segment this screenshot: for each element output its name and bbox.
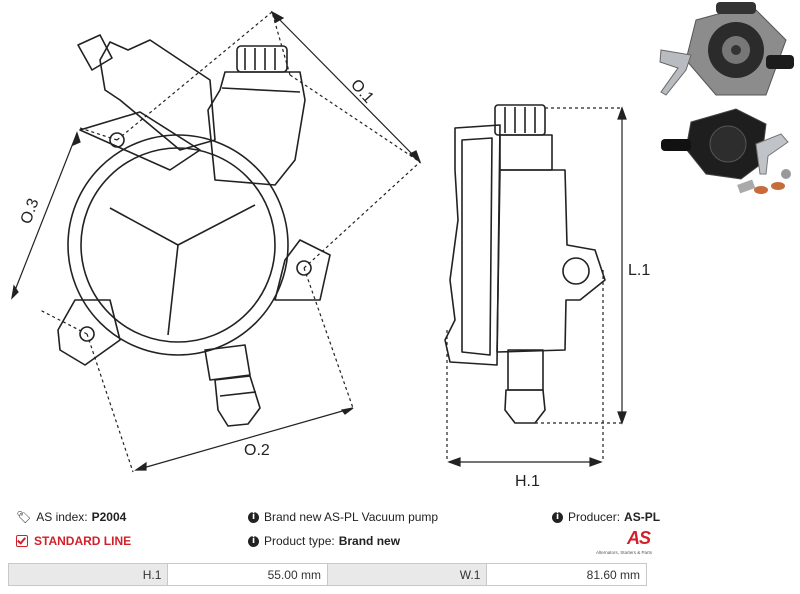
technical-drawing: O.1 O.3 O.2 L.1 H.1 [11, 10, 650, 490]
dim-label-o3: O.3 [18, 196, 43, 226]
as-index-label: AS index: [36, 510, 88, 524]
as-index-value: P2004 [91, 510, 127, 524]
dim-label-o1: O.1 [347, 76, 377, 107]
table-row: H.1 55.00 mm W.1 81.60 mm [7, 563, 647, 586]
spec-label-w1: W.1 [326, 563, 488, 586]
standard-line-label: STANDARD LINE [34, 534, 132, 548]
product-description: i Brand new AS-PL Vacuum pump [248, 510, 438, 524]
info-circle-icon: i [552, 511, 563, 523]
standard-line: STANDARD LINE [16, 534, 131, 548]
logo-mark: AS [626, 528, 651, 548]
product-type-label: Product type: [264, 534, 335, 548]
spec-value-h1: 55.00 mm [167, 563, 328, 586]
tags-icon: 🏷︎ [16, 510, 32, 524]
product-photo-top [656, 0, 800, 104]
description-text: Brand new AS-PL Vacuum pump [264, 510, 439, 524]
info-circle-icon: i [248, 511, 259, 523]
spec-value-w1: 81.60 mm [486, 563, 647, 586]
product-photo-bottom [656, 104, 800, 200]
producer: i Producer: AS-PL [552, 510, 660, 524]
product-type: i Product type: Brand new [248, 534, 400, 548]
spec-table: H.1 55.00 mm W.1 81.60 mm [7, 563, 647, 586]
check-square-icon [16, 535, 28, 547]
producer-value: AS-PL [624, 510, 661, 524]
info-circle-icon: i [248, 535, 259, 547]
spec-label-h1: H.1 [7, 563, 169, 586]
product-type-value: Brand new [338, 534, 401, 548]
dim-label-o2: O.2 [244, 442, 270, 459]
logo-tagline: Alternators, Starters & Parts [595, 550, 652, 555]
dim-label-l1: L.1 [628, 262, 650, 279]
as-index: 🏷︎ AS index: P2004 [16, 510, 126, 524]
producer-label: Producer: [568, 510, 621, 524]
as-pl-logo: AS Alternators, Starters & Parts [586, 528, 652, 556]
dim-label-h1: H.1 [515, 473, 540, 490]
